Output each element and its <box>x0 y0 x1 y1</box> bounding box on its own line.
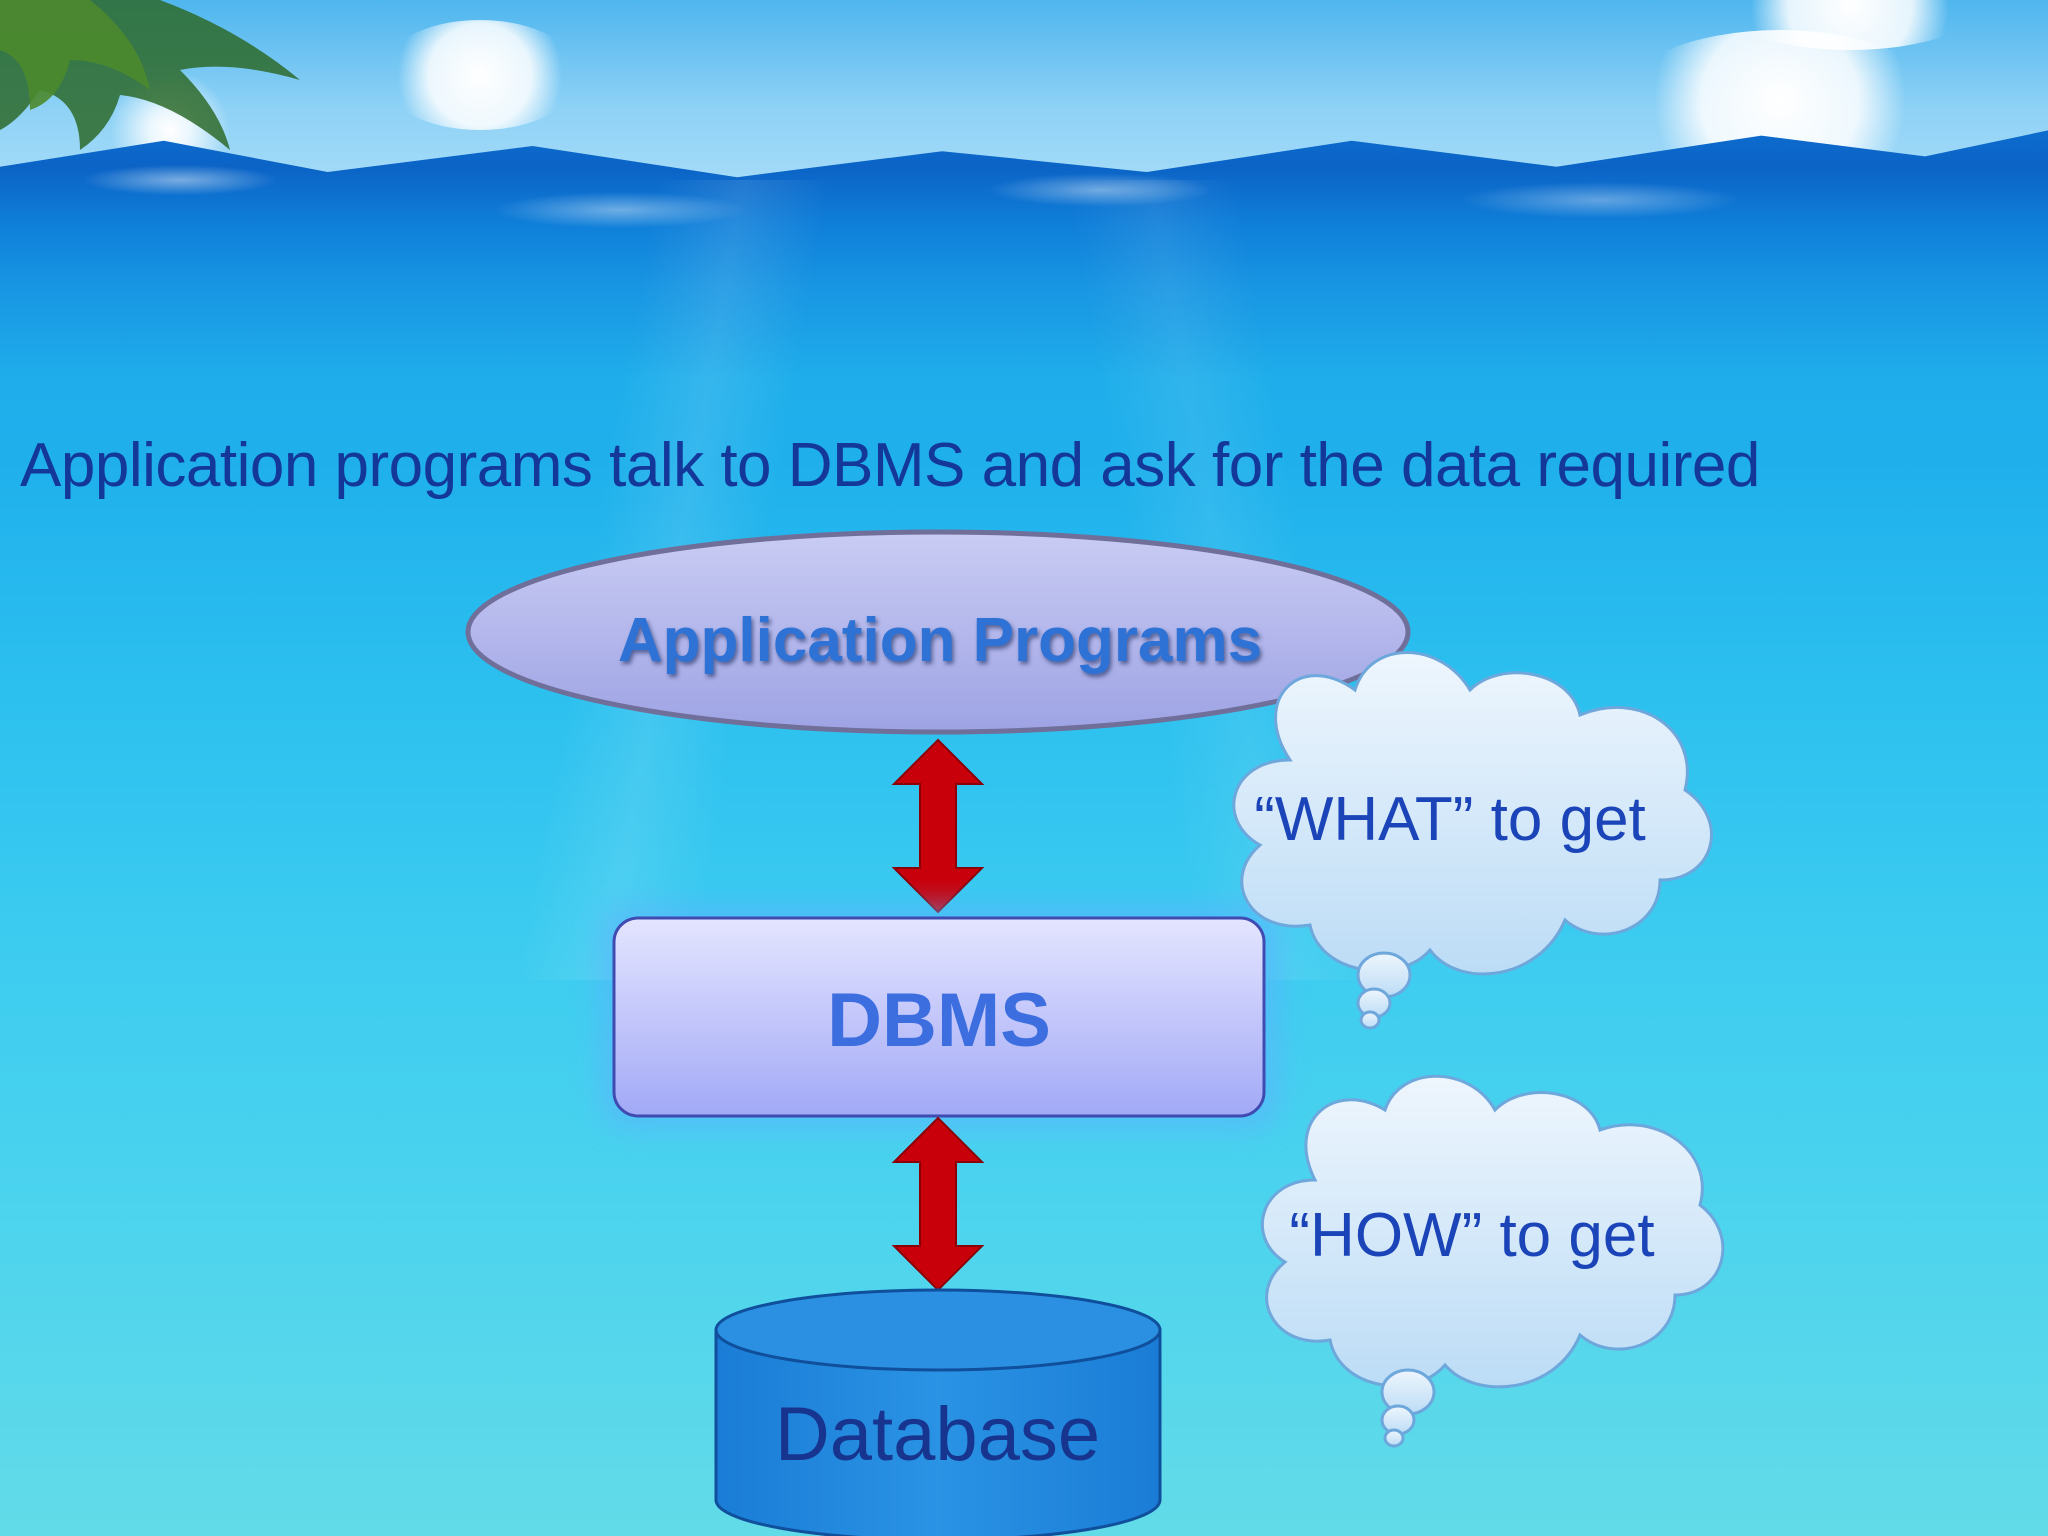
palm-leaves-decoration <box>0 0 300 150</box>
sky-cloud <box>380 20 580 130</box>
what-to-get-label: “WHAT” to get <box>1254 785 1646 854</box>
dbms-label: DBMS <box>827 978 1051 1063</box>
application-programs-label: Application Programs <box>617 606 1263 675</box>
application-programs-ellipse <box>465 529 1411 735</box>
database-label: Database <box>774 1392 1101 1477</box>
what-thought-cloud <box>1232 651 1713 1030</box>
double-arrow-top <box>891 738 985 914</box>
slide-heading: Application programs talk to DBMS and as… <box>20 431 1760 500</box>
double-arrow-bottom <box>891 1116 985 1292</box>
ocean-surface <box>0 130 2048 380</box>
how-thought-cloud <box>1260 1074 1725 1448</box>
database-cylinder <box>714 1288 1162 1536</box>
dbms-box <box>612 916 1266 1118</box>
how-to-get-label: “HOW” to get <box>1289 1201 1655 1270</box>
